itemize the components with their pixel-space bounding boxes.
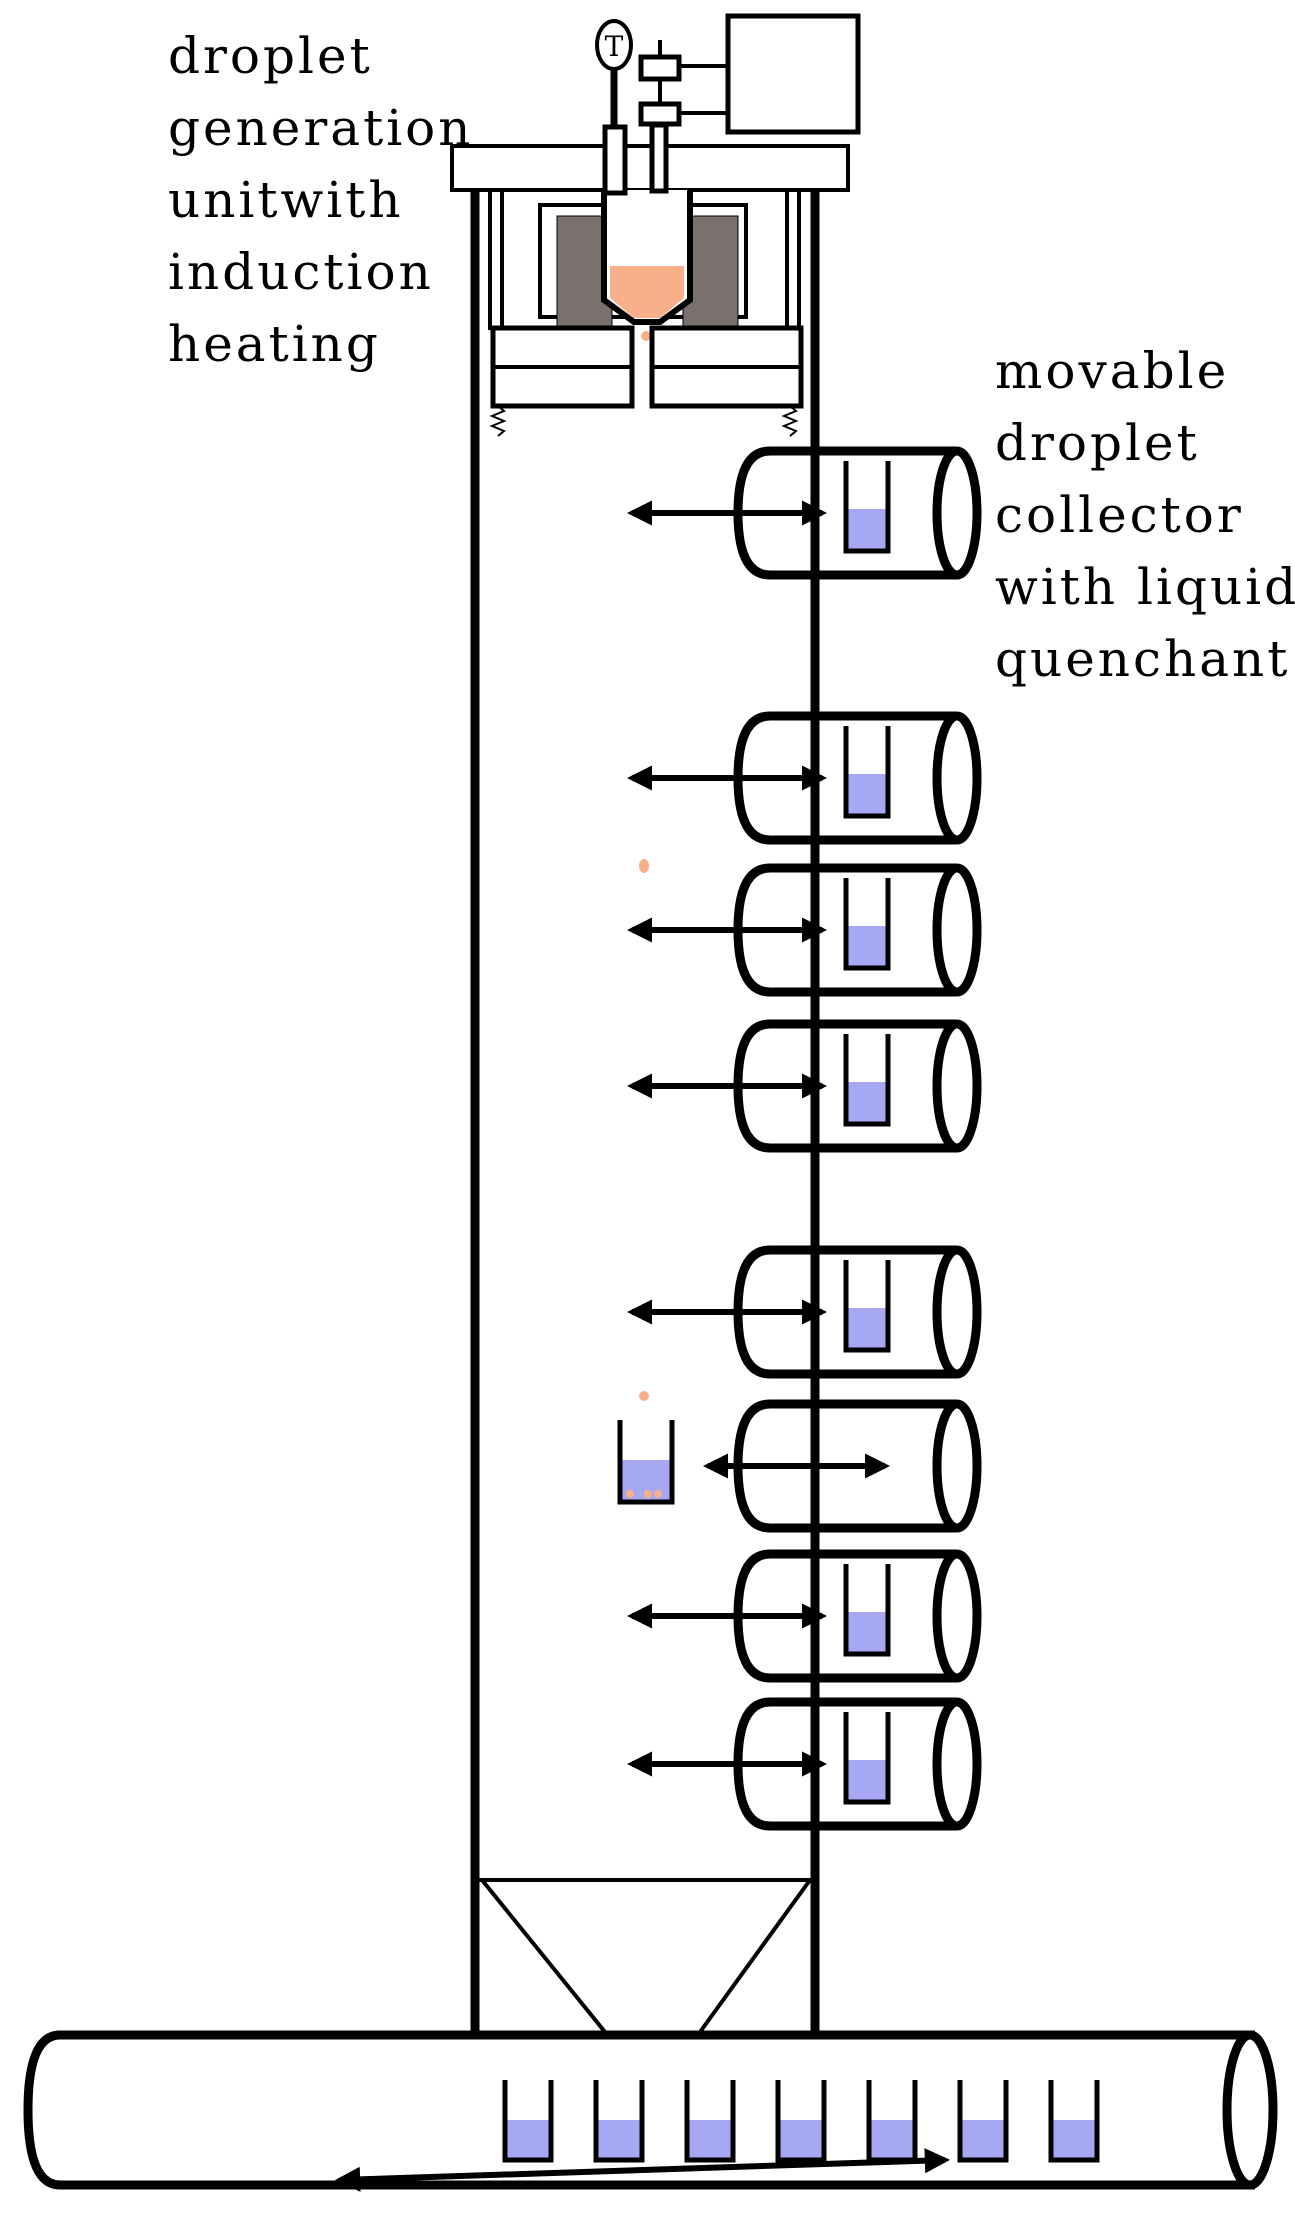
beaker-outline — [957, 2080, 1009, 2163]
falling-droplet — [639, 859, 649, 873]
collector-label: movable droplet collector with liquid qu… — [995, 335, 1295, 695]
droplet-collector — [626, 863, 982, 997]
feed-rod-right — [649, 122, 669, 194]
collector-beaker — [843, 726, 891, 819]
bottom-tube-end — [1222, 2030, 1278, 2190]
drop-tower — [470, 190, 820, 2035]
thermocouple-label: T — [605, 30, 624, 63]
nozzle-droplet — [641, 331, 651, 341]
droplet-collector — [702, 1399, 982, 1533]
spring-left — [489, 405, 507, 437]
collected-droplet — [654, 1490, 662, 1498]
collector-beaker — [843, 1260, 891, 1353]
quenchant — [846, 774, 888, 814]
beaker-outline — [617, 1420, 675, 1505]
falling-droplet — [639, 1391, 649, 1401]
collector-tube-end — [932, 711, 982, 845]
bottom-beaker — [775, 2080, 827, 2163]
collector-label-line-2: droplet — [995, 414, 1200, 472]
collector-tube-end — [932, 1549, 982, 1683]
quenchant — [596, 2120, 642, 2160]
quenchant — [846, 1082, 888, 1122]
bottom-beaker — [866, 2080, 918, 2163]
quenchant — [846, 1308, 888, 1348]
beaker-outline — [1048, 2080, 1100, 2163]
generation-label-line-1: droplet — [168, 27, 373, 85]
beaker-outline — [866, 2080, 918, 2163]
controller-box — [725, 13, 861, 135]
quenchant — [778, 2120, 824, 2160]
funnel-hopper — [475, 1878, 815, 2034]
collector-tube-end — [932, 446, 982, 580]
quenchant — [1051, 2120, 1097, 2160]
melt — [610, 266, 684, 318]
quenchant — [869, 2120, 915, 2160]
valve-upper — [638, 54, 682, 82]
quenchant — [846, 1612, 888, 1652]
quenchant — [846, 1760, 888, 1800]
collector-label-line-5: quenchant — [995, 630, 1291, 688]
collector-label-line-1: movable — [995, 342, 1230, 400]
generation-label-line-2: generation — [168, 99, 474, 157]
generation-label-line-4: induction — [168, 243, 434, 301]
beaker-outline — [775, 2080, 827, 2163]
droplet-collector — [626, 711, 982, 845]
bottom-beaker — [593, 2080, 645, 2163]
quenchant — [846, 926, 888, 966]
collector-tube-end — [932, 863, 982, 997]
valve-lower — [638, 101, 682, 127]
collector-beaker — [843, 1564, 891, 1657]
beaker-outline — [502, 2080, 554, 2163]
generation-unit-label: droplet generation unitwith induction he… — [168, 20, 474, 380]
collector-beaker — [843, 878, 891, 971]
collector-beaker — [843, 1034, 891, 1127]
droplet-collector — [626, 1245, 982, 1379]
beaker-outline — [593, 2080, 645, 2163]
ejected-beaker — [617, 1420, 675, 1505]
collector-beaker — [843, 1712, 891, 1805]
collector-tube — [733, 1697, 957, 1831]
droplet-collector — [626, 1019, 982, 1153]
frame-post-right — [785, 188, 801, 330]
collector-beaker — [843, 461, 891, 554]
quenchant — [846, 509, 888, 549]
droplet-collector — [626, 1549, 982, 1683]
quenchant — [505, 2120, 551, 2160]
generation-label-line-5: heating — [168, 315, 381, 373]
frame-post-left — [488, 188, 504, 330]
bottom-beaker — [1048, 2080, 1100, 2163]
collector-tube-end — [932, 1399, 982, 1533]
quenchant — [960, 2120, 1006, 2160]
falling-droplets — [639, 859, 649, 1401]
hopper-right-slope — [698, 1878, 812, 2034]
collector-tube — [733, 1549, 957, 1683]
droplet-generation-unit: T — [450, 13, 861, 437]
thermocouple-gauge — [595, 19, 633, 71]
bottom-beaker — [957, 2080, 1009, 2163]
bottom-beaker — [684, 2080, 736, 2163]
collector-label-line-4: with liquid — [995, 558, 1295, 616]
collector-tube-end — [932, 1019, 982, 1153]
bottom-beaker — [502, 2080, 554, 2163]
bottom-tube-motion-arrow — [334, 2148, 951, 2192]
collected-droplet — [644, 1490, 652, 1498]
collected-droplet — [626, 1490, 634, 1498]
droplet-collector — [626, 1697, 982, 1831]
generation-label-line-3: unitwith — [168, 171, 404, 229]
collector-tube-end — [932, 1697, 982, 1831]
quenchant — [687, 2120, 733, 2160]
droplet-collector — [626, 446, 982, 580]
collector-label-line-3: collector — [995, 486, 1244, 544]
collector-tube — [733, 1245, 957, 1379]
feed-rod-left — [602, 124, 628, 196]
beaker-outline — [684, 2080, 736, 2163]
hopper-left-slope — [480, 1878, 607, 2034]
spring-right — [781, 405, 799, 437]
collector-tube-end — [932, 1245, 982, 1379]
